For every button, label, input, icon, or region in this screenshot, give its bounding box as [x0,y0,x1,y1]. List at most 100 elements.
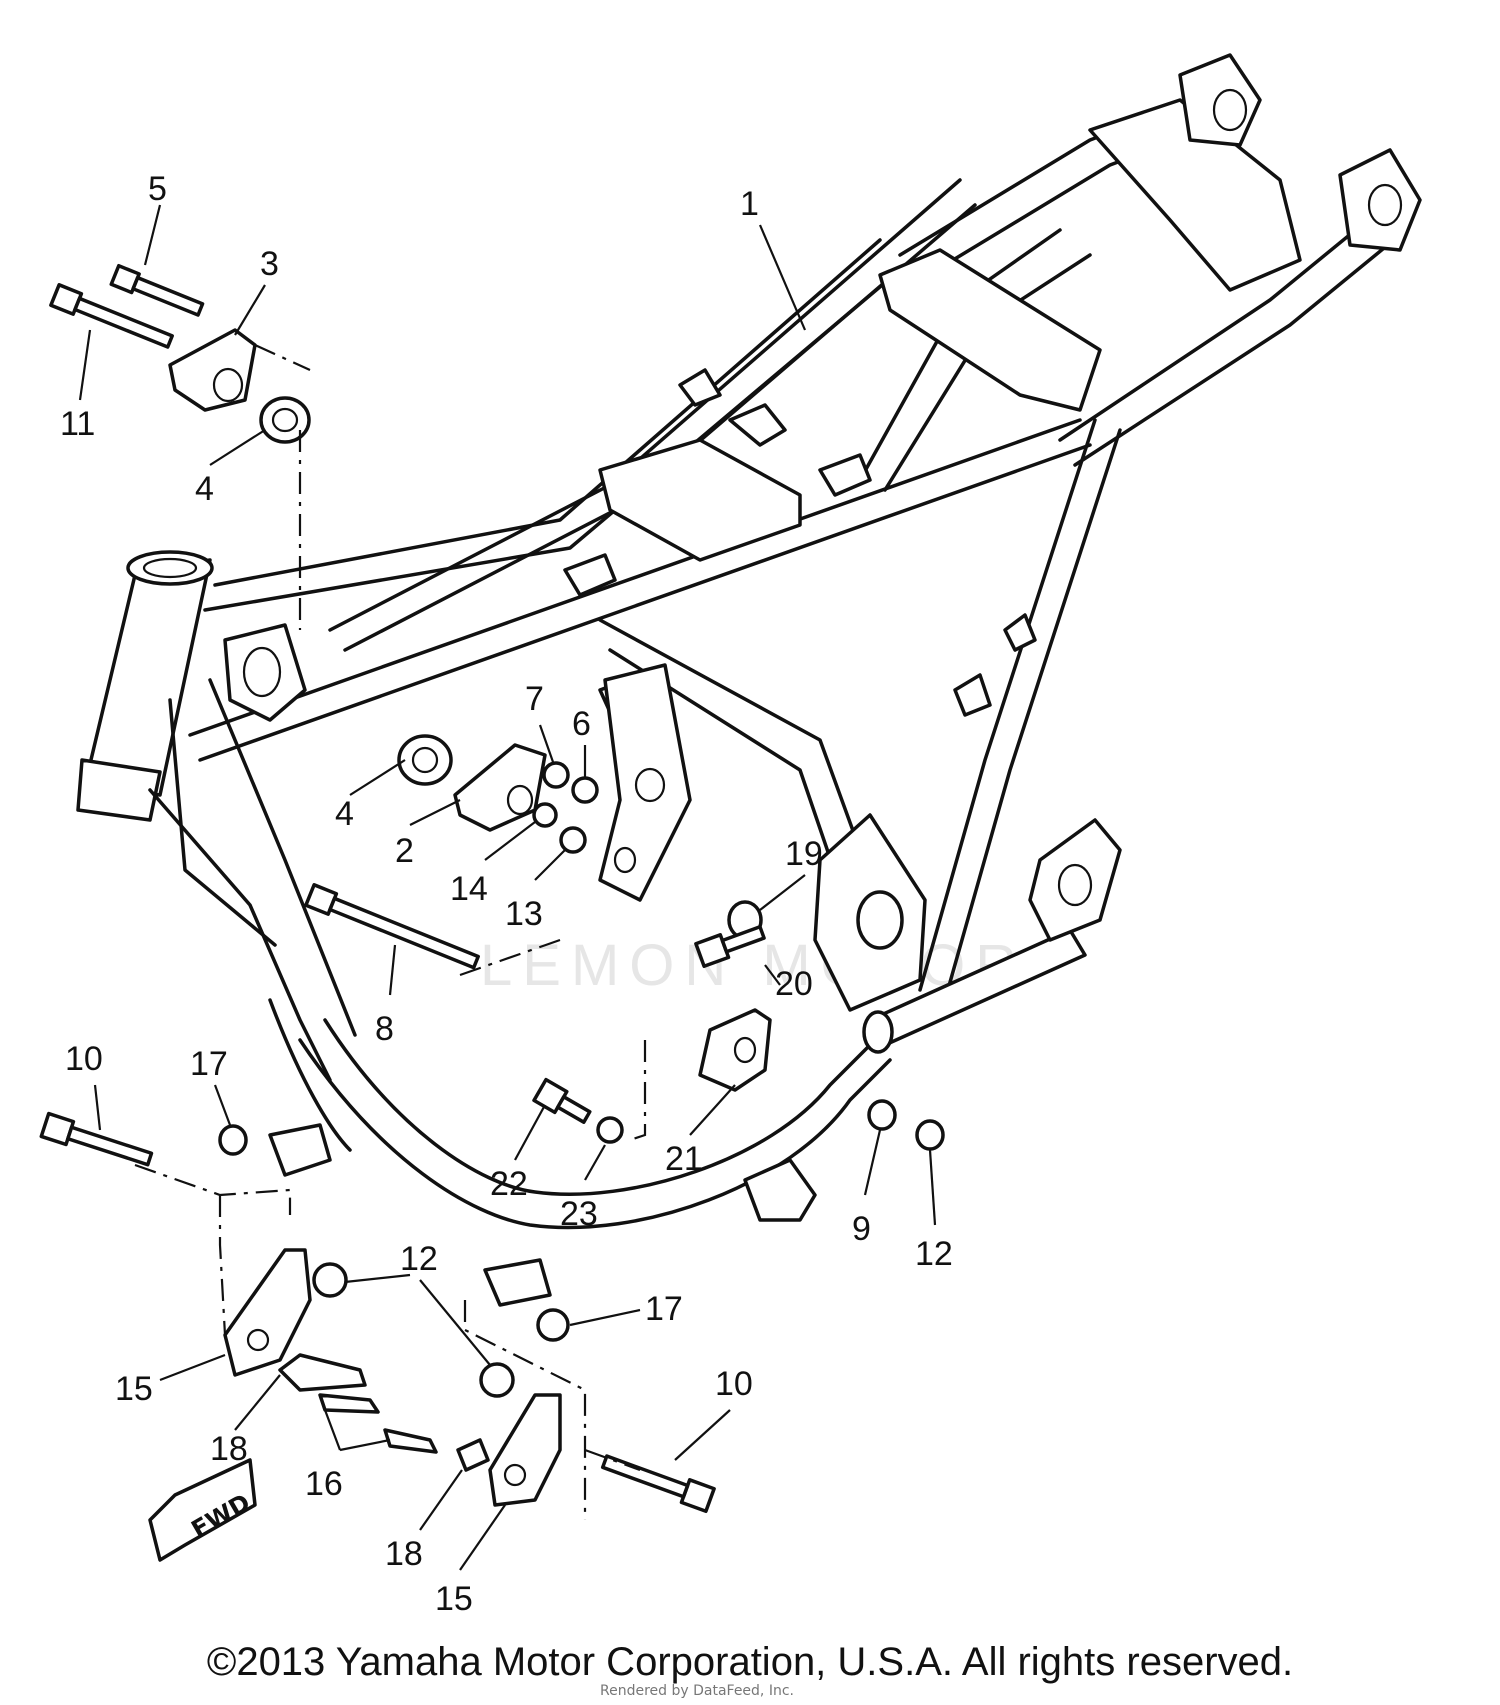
down-tube-bracket-hole-1 [634,767,666,803]
leader-8 [388,944,397,996]
nut-17-right [536,1308,570,1342]
footrest-bracket-15-lower-hole [503,1463,527,1487]
down-tube-bracket [598,663,692,902]
bolt-10-right [600,1454,716,1514]
rear-right-mount-hole [1367,183,1403,227]
leader-9 [863,1129,882,1196]
seat-cross-plate [878,248,1102,412]
bolt-5 [109,263,205,317]
leader-12b-2 [419,1279,491,1366]
leader-12a [928,1149,937,1226]
leader-22 [514,1104,546,1161]
clip-16-a [318,1393,380,1414]
callout-9: 9 [852,1210,871,1248]
frame-tab-3 [563,553,617,597]
bracket-2 [453,743,547,832]
leader-21 [689,1084,736,1136]
nut-17-left [218,1124,248,1156]
footrest-bracket-15-upper-hole [246,1328,270,1352]
top-tube-upper [213,238,882,587]
bracket-3-hole [212,367,244,403]
callout-17a: 17 [190,1045,228,1083]
leader-19 [759,874,806,911]
bracket-3 [168,328,257,412]
callout-15a: 15 [115,1370,153,1408]
bracket-2-hole [506,784,534,816]
callout-18a: 18 [210,1430,248,1468]
damper-4-mid [397,734,453,786]
leader-13 [534,849,566,881]
rear-top-mount [1178,53,1262,147]
assembly-line-bracket3 [254,343,311,372]
nut-23 [596,1116,624,1144]
callout-8: 8 [375,1010,394,1048]
callout-15b: 15 [435,1580,473,1618]
main-frame [76,53,1422,1307]
footrest-bracket-15-lower [488,1393,562,1507]
callout-18b: 18 [385,1535,423,1573]
rear-right-mount [1338,148,1422,252]
lower-cradle-mount [268,1123,332,1177]
leader-11 [78,329,92,401]
leader-17b [569,1308,641,1327]
fwd-tag: FWD [148,1458,257,1562]
front-engine-boss [223,623,307,722]
down-tube-front-b [208,678,357,1037]
nut-12-lower [479,1362,515,1398]
leader-10b [674,1409,731,1461]
seat-rail-right-a [1058,208,1382,442]
pin-18-upper [278,1353,367,1392]
leader-15a [159,1353,226,1382]
rear-top-mount-hole [1212,88,1248,132]
steering-head [83,558,212,797]
leader-10a [93,1084,102,1131]
damper-4-top [259,396,311,444]
front-engine-boss-hole [242,646,282,698]
callout-11: 11 [60,405,95,443]
leader-14 [484,821,536,861]
callout-12b: 12 [400,1240,438,1278]
clip-16-b [383,1428,438,1454]
leader-4b [349,759,406,796]
nut-13 [559,826,587,854]
nut-12-right [915,1119,945,1151]
bracket-21-hole [733,1036,757,1064]
cradle-bottom-b [323,1018,872,1196]
callout-7: 7 [525,680,544,718]
render-credit: Rendered by DataFeed, Inc. [600,1683,794,1699]
cradle-bottom-c [268,998,352,1152]
frame-tab-2 [818,453,872,497]
top-tube-inner-b [343,203,977,652]
nut-12-upper [312,1262,348,1298]
callout-13: 13 [505,895,543,933]
gusset-plate [168,698,277,947]
callout-5: 5 [148,170,167,208]
damper-4-mid-inner [411,746,439,774]
callout-22: 22 [490,1165,528,1203]
frame-tab-1 [728,403,787,447]
down-tube-front-a [148,788,332,1082]
callout-6: 6 [572,705,591,743]
pivot-boss [856,890,904,950]
center-plate [598,438,802,562]
cross-tube-b [198,443,1092,762]
callout-4b: 4 [335,795,354,833]
assembly-line-right-box [463,1300,587,1520]
leader-18b [419,1469,463,1531]
cross-tube-a [188,418,1082,737]
pin-18-lower [456,1438,490,1472]
callout-10a: 10 [65,1040,103,1078]
leader-23 [584,1144,606,1181]
down-tube-bracket-hole-2 [613,846,637,874]
leader-1 [758,224,807,331]
callout-3: 3 [260,245,279,283]
lower-cradle-mount-2 [483,1258,552,1307]
rear-upright-a [918,418,1097,992]
shock-mount-hole [1057,863,1093,907]
leader-12b-1 [344,1273,411,1284]
callout-10b: 10 [715,1365,753,1403]
callout-1: 1 [740,185,759,223]
nut-14 [532,802,558,828]
assembly-line-left-box [218,1195,227,1336]
steering-head-top [126,550,214,586]
